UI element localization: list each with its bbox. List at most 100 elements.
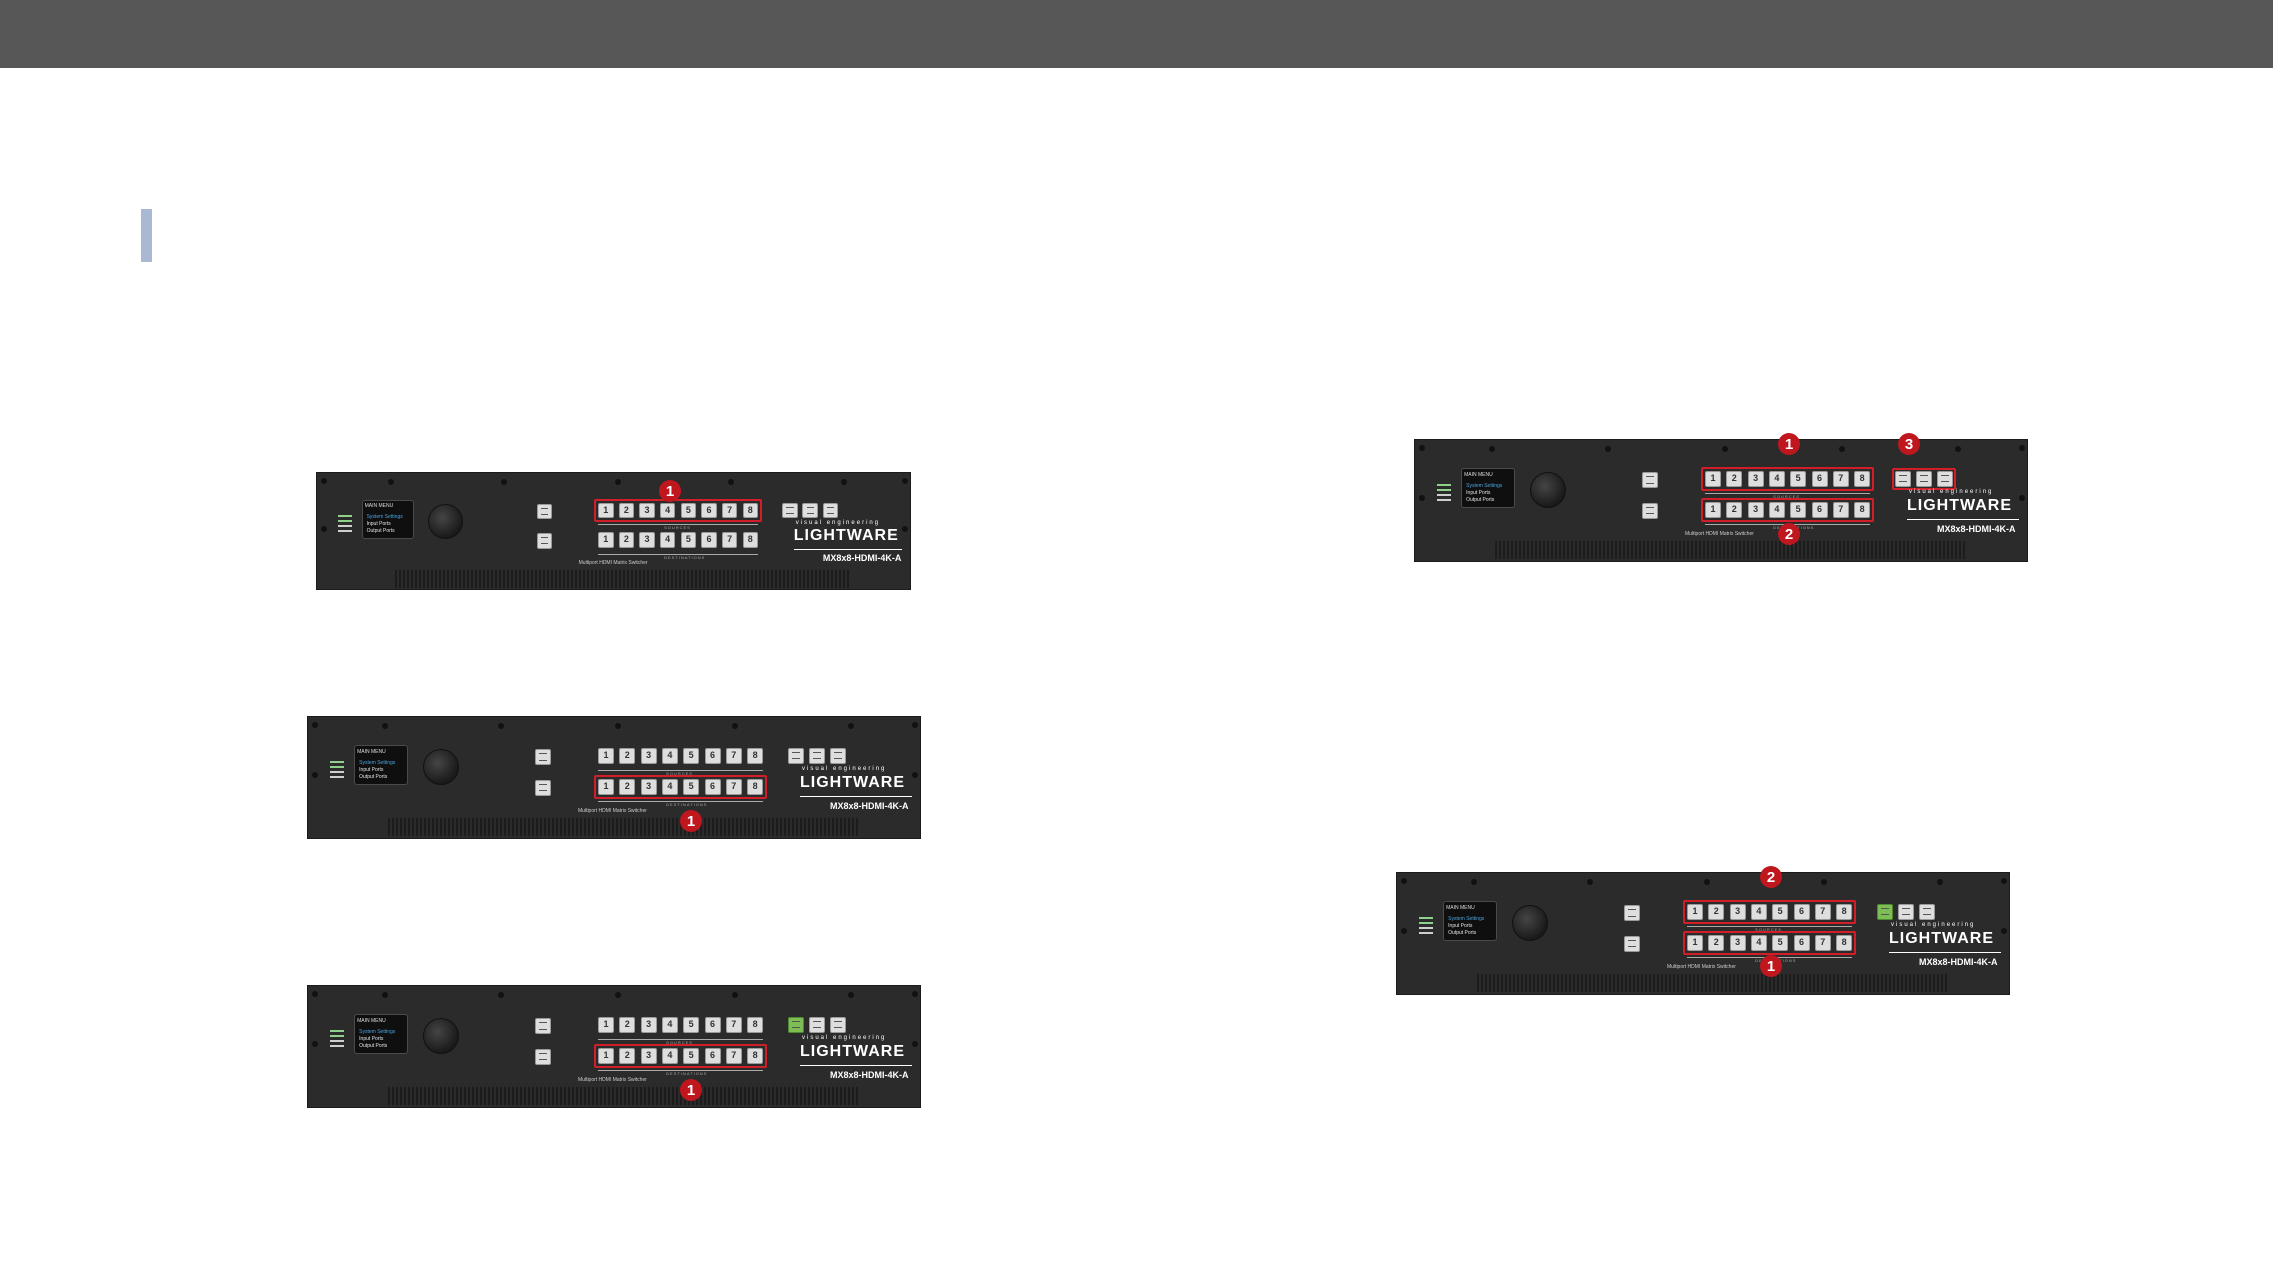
function-button[interactable] bbox=[1642, 471, 1658, 488]
source-button-2[interactable]: 2 bbox=[1708, 903, 1725, 920]
source-button-1[interactable]: 1 bbox=[598, 502, 614, 518]
destination-button-2[interactable]: 2 bbox=[1726, 501, 1743, 518]
source-button-8[interactable]: 8 bbox=[747, 747, 764, 764]
destination-button-4[interactable]: 4 bbox=[659, 532, 676, 548]
source-button-1[interactable]: 1 bbox=[1687, 903, 1703, 920]
source-button-2[interactable]: 2 bbox=[618, 502, 635, 518]
destination-button-8[interactable]: 8 bbox=[747, 1047, 764, 1064]
destination-button-5[interactable]: 5 bbox=[1790, 501, 1807, 518]
control-button[interactable] bbox=[809, 747, 825, 764]
source-button-1[interactable]: 1 bbox=[598, 747, 614, 764]
destination-button-6[interactable]: 6 bbox=[704, 1047, 721, 1064]
destination-button-3[interactable]: 3 bbox=[1747, 501, 1764, 518]
destination-button-8[interactable]: 8 bbox=[1836, 934, 1853, 951]
control-button[interactable] bbox=[1919, 903, 1935, 920]
source-button-2[interactable]: 2 bbox=[1726, 470, 1743, 487]
destination-button-7[interactable]: 7 bbox=[1814, 934, 1831, 951]
destination-button-5[interactable]: 5 bbox=[680, 532, 697, 548]
source-button-3[interactable]: 3 bbox=[639, 502, 655, 518]
function-button[interactable] bbox=[535, 779, 551, 796]
control-button[interactable] bbox=[1916, 470, 1932, 487]
function-button[interactable] bbox=[535, 1017, 551, 1034]
source-button-5[interactable]: 5 bbox=[683, 1016, 700, 1033]
destination-button-2[interactable]: 2 bbox=[1708, 934, 1725, 951]
control-button[interactable] bbox=[782, 502, 798, 518]
destination-button-7[interactable]: 7 bbox=[721, 532, 738, 548]
destination-button-7[interactable]: 7 bbox=[725, 1047, 742, 1064]
source-button-5[interactable]: 5 bbox=[680, 502, 697, 518]
destination-button-8[interactable]: 8 bbox=[1854, 501, 1871, 518]
source-button-7[interactable]: 7 bbox=[725, 1016, 742, 1033]
control-button[interactable] bbox=[802, 502, 818, 518]
jog-dial[interactable] bbox=[428, 503, 464, 539]
control-button[interactable] bbox=[830, 1016, 846, 1033]
destination-button-5[interactable]: 5 bbox=[1772, 934, 1789, 951]
source-button-3[interactable]: 3 bbox=[640, 1016, 657, 1033]
source-button-4[interactable]: 4 bbox=[661, 747, 678, 764]
destination-button-1[interactable]: 1 bbox=[598, 1047, 614, 1064]
source-button-6[interactable]: 6 bbox=[701, 502, 717, 518]
control-button[interactable] bbox=[1877, 903, 1893, 920]
source-button-2[interactable]: 2 bbox=[619, 747, 636, 764]
source-button-5[interactable]: 5 bbox=[683, 747, 700, 764]
source-button-4[interactable]: 4 bbox=[659, 502, 676, 518]
destination-button-3[interactable]: 3 bbox=[1729, 934, 1746, 951]
control-button[interactable] bbox=[1895, 470, 1911, 487]
destination-button-6[interactable]: 6 bbox=[701, 532, 717, 548]
destination-button-7[interactable]: 7 bbox=[1832, 501, 1849, 518]
destination-button-8[interactable]: 8 bbox=[747, 778, 764, 795]
control-button[interactable] bbox=[809, 1016, 825, 1033]
destination-button-3[interactable]: 3 bbox=[639, 532, 655, 548]
source-button-8[interactable]: 8 bbox=[742, 502, 758, 518]
destination-button-4[interactable]: 4 bbox=[661, 778, 678, 795]
source-button-6[interactable]: 6 bbox=[704, 747, 721, 764]
source-button-8[interactable]: 8 bbox=[1836, 903, 1853, 920]
destination-button-1[interactable]: 1 bbox=[1705, 501, 1721, 518]
jog-dial[interactable] bbox=[1530, 472, 1566, 509]
source-button-4[interactable]: 4 bbox=[1750, 903, 1767, 920]
control-button[interactable] bbox=[830, 747, 846, 764]
destination-button-6[interactable]: 6 bbox=[704, 778, 721, 795]
function-button[interactable] bbox=[536, 503, 553, 520]
control-button[interactable] bbox=[788, 747, 804, 764]
source-button-2[interactable]: 2 bbox=[619, 1016, 636, 1033]
function-button[interactable] bbox=[536, 533, 553, 549]
destination-button-5[interactable]: 5 bbox=[683, 778, 700, 795]
jog-dial[interactable] bbox=[1512, 905, 1548, 942]
destination-button-2[interactable]: 2 bbox=[618, 532, 635, 548]
control-button[interactable] bbox=[822, 502, 839, 518]
jog-dial[interactable] bbox=[423, 749, 459, 786]
source-button-8[interactable]: 8 bbox=[747, 1016, 764, 1033]
source-button-5[interactable]: 5 bbox=[1790, 470, 1807, 487]
destination-button-2[interactable]: 2 bbox=[619, 1047, 636, 1064]
function-button[interactable] bbox=[1642, 502, 1658, 519]
source-button-3[interactable]: 3 bbox=[640, 747, 657, 764]
destination-button-1[interactable]: 1 bbox=[598, 532, 614, 548]
source-button-7[interactable]: 7 bbox=[721, 502, 738, 518]
source-button-6[interactable]: 6 bbox=[704, 1016, 721, 1033]
destination-button-1[interactable]: 1 bbox=[1687, 934, 1703, 951]
source-button-1[interactable]: 1 bbox=[1705, 470, 1721, 487]
destination-button-3[interactable]: 3 bbox=[640, 778, 657, 795]
destination-button-1[interactable]: 1 bbox=[598, 778, 614, 795]
function-button[interactable] bbox=[1624, 904, 1640, 921]
function-button[interactable] bbox=[535, 1048, 551, 1065]
source-button-5[interactable]: 5 bbox=[1772, 903, 1789, 920]
destination-button-6[interactable]: 6 bbox=[1793, 934, 1810, 951]
destination-button-6[interactable]: 6 bbox=[1811, 501, 1828, 518]
destination-button-4[interactable]: 4 bbox=[1768, 501, 1785, 518]
destination-button-2[interactable]: 2 bbox=[619, 778, 636, 795]
source-button-7[interactable]: 7 bbox=[725, 747, 742, 764]
source-button-7[interactable]: 7 bbox=[1832, 470, 1849, 487]
source-button-3[interactable]: 3 bbox=[1747, 470, 1764, 487]
control-button[interactable] bbox=[788, 1016, 804, 1033]
source-button-6[interactable]: 6 bbox=[1793, 903, 1810, 920]
source-button-1[interactable]: 1 bbox=[598, 1016, 614, 1033]
destination-button-5[interactable]: 5 bbox=[683, 1047, 700, 1064]
control-button[interactable] bbox=[1937, 470, 1953, 487]
function-button[interactable] bbox=[1624, 935, 1640, 952]
source-button-3[interactable]: 3 bbox=[1729, 903, 1746, 920]
source-button-6[interactable]: 6 bbox=[1811, 470, 1828, 487]
destination-button-4[interactable]: 4 bbox=[661, 1047, 678, 1064]
function-button[interactable] bbox=[535, 748, 551, 765]
